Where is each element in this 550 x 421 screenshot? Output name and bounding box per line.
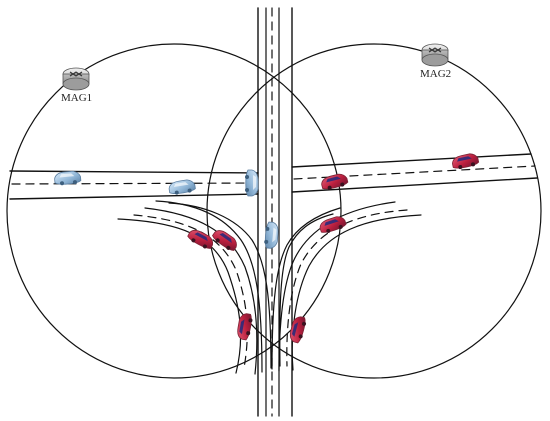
router-icon <box>421 43 449 67</box>
red-car-icon <box>319 216 347 233</box>
mag1-label: MAG1 <box>61 92 92 104</box>
router-icon <box>62 67 90 91</box>
mag2-coverage-circle <box>206 43 542 379</box>
right-ramp-roads <box>271 201 422 372</box>
left-ramp-inner-1 <box>144 207 258 375</box>
left-road-center-dash <box>11 182 257 185</box>
right-road-top-edge <box>291 153 532 168</box>
blue-car-icon <box>245 169 259 197</box>
left-ramp-outer-2 <box>155 200 263 373</box>
left-horizontal-road <box>9 170 259 200</box>
right-ramp-outer-1 <box>291 214 422 371</box>
red-car-icon <box>187 229 214 249</box>
red-car-icon <box>212 230 237 251</box>
red-car-icon <box>237 313 253 341</box>
red-car-icon <box>321 173 349 190</box>
mag1-coverage-circle <box>6 43 342 379</box>
blue-car-icon <box>168 179 196 195</box>
left-ramp-outer-1 <box>117 218 242 374</box>
left-road-bottom-edge <box>9 193 259 200</box>
red-car-icon <box>289 316 307 344</box>
coverage-areas <box>6 43 542 379</box>
right-ramp-outer-2 <box>271 207 341 370</box>
left-ramp-roads <box>117 200 272 375</box>
right-ramp-dash-1 <box>286 209 408 367</box>
right-horizontal-road <box>291 153 538 193</box>
mag2-router: MAG2 <box>420 43 451 80</box>
mag2-label: MAG2 <box>420 68 451 80</box>
left-ramp-inner-2 <box>168 202 272 369</box>
blue-car-icon <box>264 221 279 249</box>
mag1-router: MAG1 <box>61 67 92 104</box>
right-road-center-dash <box>293 165 536 180</box>
blue-car-icon <box>54 170 82 186</box>
right-ramp-inner-2 <box>279 213 334 367</box>
left-road-top-edge <box>9 170 259 174</box>
right-road-bottom-edge <box>291 177 538 193</box>
vehicles <box>54 153 480 344</box>
red-car-icon <box>452 153 480 170</box>
